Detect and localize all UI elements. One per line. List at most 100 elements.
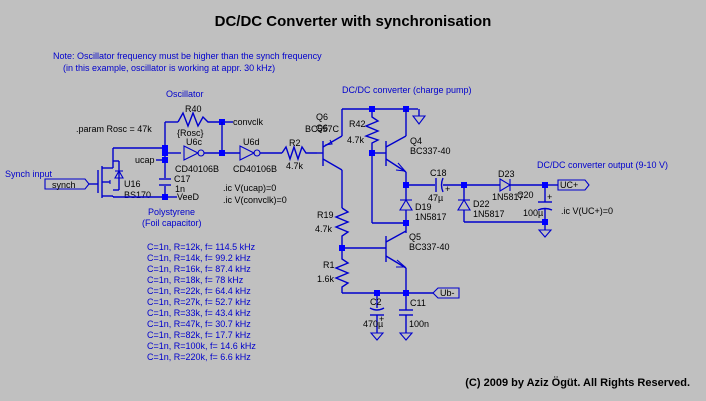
q6-name: Q6 (316, 123, 328, 133)
freq-row: C=1n, R=16k, f= 87.4 kHz (147, 264, 251, 274)
d22-value: 1N5817 (473, 209, 505, 219)
note-line-1: Note: Oscillator frequency must be highe… (53, 51, 322, 61)
u16-name: U16 (124, 179, 141, 189)
resistor-r1: R1 1.6k (317, 251, 350, 293)
freq-row: C=1n, R=33k, f= 43.4 kHz (147, 308, 251, 318)
param-directive: .param Rosc = 47k (76, 124, 152, 134)
r2-name: R2 (289, 138, 301, 148)
transistor-q4: Q4 BC337-40 (385, 109, 451, 185)
diode-d19: D19 1N5817 (399, 188, 447, 222)
d19-name: D19 (415, 202, 432, 212)
c18-plus-sign: + (445, 184, 450, 194)
polystyrene-label: Polystyrene (148, 207, 195, 217)
resistor-r40: R40 {Rosc} (177, 104, 222, 138)
r1-name: R1 (323, 260, 335, 270)
capacitor-c17: C17 1n (159, 174, 191, 194)
c20-value: 100µ (523, 208, 543, 218)
q6-value-label: BC557C (305, 124, 340, 134)
c18-name: C18 (430, 168, 447, 178)
foil-capacitor-label: (Foil capacitor) (142, 218, 202, 228)
capacitor-c2: + C2 470µ (363, 296, 385, 341)
ground-icon (398, 332, 414, 341)
oscillator-label: Oscillator (166, 89, 204, 99)
r19-value: 4.7k (315, 224, 333, 234)
q5-name: Q5 (409, 232, 421, 242)
d19-value: 1N5817 (415, 212, 447, 222)
ucap-net-label: ucap (135, 155, 155, 165)
r2-value: 4.7k (286, 161, 304, 171)
synch-net-label: synch (52, 180, 76, 190)
q4-name: Q4 (410, 136, 422, 146)
uc-plus-port: UC+ (557, 179, 590, 191)
q5-value: BC337-40 (409, 242, 450, 252)
c18-value: 47µ (428, 193, 443, 203)
u6c-name: U6c (186, 137, 203, 147)
synch-port: synch (44, 178, 98, 190)
d23-name: D23 (498, 169, 515, 179)
charge-pump-label: DC/DC converter (charge pump) (342, 85, 472, 95)
freq-row: C=1n, R=12k, f= 114.5 kHz (147, 242, 256, 252)
ic-ucap-directive: .ic V(ucap)=0 (223, 183, 276, 193)
c20-name: C20 (517, 190, 534, 200)
q6-name-label: Q6 (316, 112, 328, 122)
inverter-u6d: U6d CD40106B (233, 137, 277, 174)
frequency-table: C=1n, R=12k, f= 114.5 kHz C=1n, R=14k, f… (147, 242, 256, 362)
q4-value: BC337-40 (410, 146, 451, 156)
r19-name: R19 (317, 210, 334, 220)
ub-minus-net-label: Ub- (440, 288, 455, 298)
capacitor-c11: C11 100n (398, 296, 429, 341)
c17-value: 1n (175, 184, 185, 194)
u6d-value: CD40106B (233, 164, 277, 174)
c2-plus-sign: + (379, 314, 384, 324)
c2-value: 470µ (363, 319, 383, 329)
freq-row: C=1n, R=100k, f= 14.6 kHz (147, 341, 256, 351)
c20-plus-sign: + (547, 192, 552, 202)
freq-row: C=1n, R=14k, f= 99.2 kHz (147, 253, 251, 263)
freq-row: C=1n, R=47k, f= 30.7 kHz (147, 319, 251, 329)
r42-name: R42 (349, 119, 366, 129)
ground-icon (537, 229, 553, 238)
page-title: DC/DC Converter with synchronisation (215, 13, 492, 30)
ground-icon (369, 332, 385, 341)
capacitor-c18: C18 47µ + (428, 168, 464, 203)
ic-convclk-directive: .ic V(convclk)=0 (223, 195, 287, 205)
u16-value: BS170 (124, 190, 151, 200)
ub-minus-port: Ub- (432, 287, 460, 299)
u6d-name: U6d (243, 137, 260, 147)
transistor-q5: Q5 BC337-40 (385, 230, 450, 291)
freq-row: C=1n, R=220k, f= 6.6 kHz (147, 352, 251, 362)
output-label: DC/DC converter output (9-10 V) (537, 160, 668, 170)
freq-row: C=1n, R=22k, f= 64.4 kHz (147, 286, 251, 296)
note-line-2: (in this example, oscillator is working … (63, 63, 275, 73)
resistor-r2: R2 4.7k (281, 138, 317, 171)
ground-icon (411, 115, 427, 125)
resistor-r42: R42 4.7k (347, 112, 380, 153)
freq-row: C=1n, R=18k, f= 78 kHz (147, 275, 244, 285)
synch-input-label: Synch input (5, 169, 53, 179)
diode-d23: D23 1N5817 (492, 169, 545, 202)
c17-name: C17 (174, 174, 191, 184)
uc-plus-net-label: UC+ (560, 180, 578, 190)
ic-uc-directive: .ic V(UC+)=0 (561, 206, 613, 216)
c11-name: C11 (410, 298, 426, 308)
d22-name: D22 (473, 199, 490, 209)
freq-row: C=1n, R=82k, f= 17.7 kHz (147, 330, 251, 340)
diode-d22: D22 1N5817 (457, 188, 542, 223)
u6c-value: CD40106B (175, 164, 219, 174)
r40-name: R40 (185, 104, 202, 114)
c11-value: 100n (409, 319, 429, 329)
veed-net-label: VeeD (177, 192, 200, 202)
transistor-q6: Q6 BC557C (316, 109, 343, 208)
copyright: (C) 2009 by Aziz Ögüt. All Rights Reserv… (465, 376, 690, 389)
freq-row: C=1n, R=27k, f= 52.7 kHz (147, 297, 251, 307)
d23-value: 1N5817 (492, 192, 524, 202)
r42-value: 4.7k (347, 135, 365, 145)
r40-value: {Rosc} (177, 128, 204, 138)
c2-name: C2 (370, 297, 382, 307)
resistor-r19: R19 4.7k (315, 207, 350, 248)
capacitor-c20: + C20 100µ (517, 188, 553, 222)
r1-value: 1.6k (317, 274, 335, 284)
convclk-net-label: convclk (233, 117, 264, 127)
inverter-u6c: U6c CD40106B (175, 137, 219, 174)
